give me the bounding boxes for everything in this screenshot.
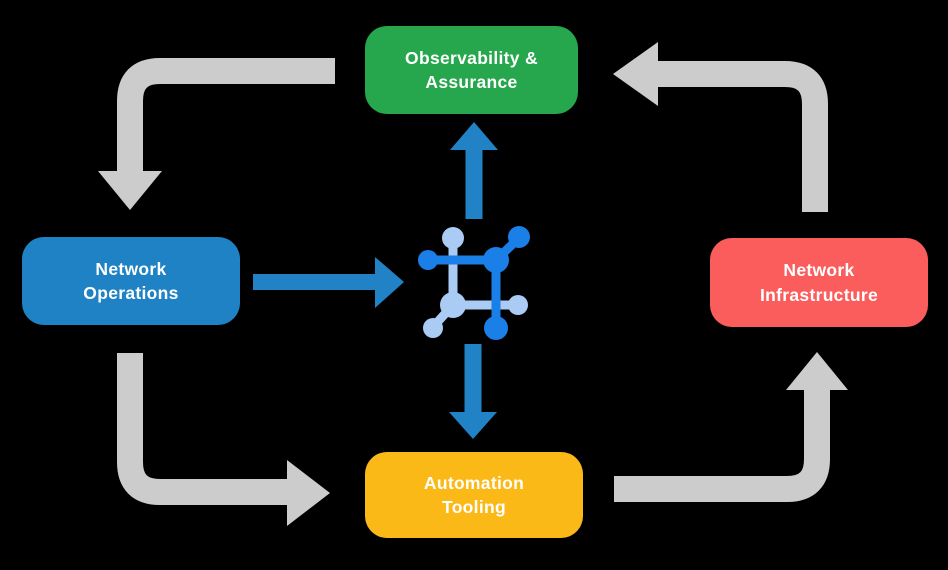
flow-arrow-infrastructure-to-observability bbox=[613, 42, 828, 212]
node-label-line: Observability & bbox=[405, 47, 538, 68]
arrow-center-to-automation bbox=[449, 344, 497, 439]
flow-arrow-automation-to-infrastructure bbox=[614, 352, 848, 502]
node-network-operations: Network Operations bbox=[22, 237, 240, 325]
node-label-line: Tooling bbox=[442, 497, 506, 517]
flow-arrow-observability-to-operations bbox=[98, 58, 335, 210]
arrow-center-to-observability bbox=[450, 122, 498, 219]
node-label-line: Assurance bbox=[425, 72, 518, 92]
flow-arrow-operations-to-automation bbox=[117, 353, 330, 526]
node-label-line: Network bbox=[783, 260, 855, 281]
node-label-line: Automation bbox=[423, 472, 525, 493]
node-label-line: Infrastructure bbox=[760, 284, 878, 305]
node-network-infrastructure: Network Infrastructure bbox=[710, 238, 928, 327]
network-mesh-icon bbox=[418, 226, 530, 340]
node-label-line: Network bbox=[95, 258, 167, 279]
node-automation-tooling: Automation Tooling bbox=[365, 452, 583, 538]
arrow-operations-to-center bbox=[253, 257, 404, 308]
node-label-line: Operations bbox=[83, 283, 179, 303]
node-observability-assurance: Observability & Assurance bbox=[365, 26, 578, 114]
